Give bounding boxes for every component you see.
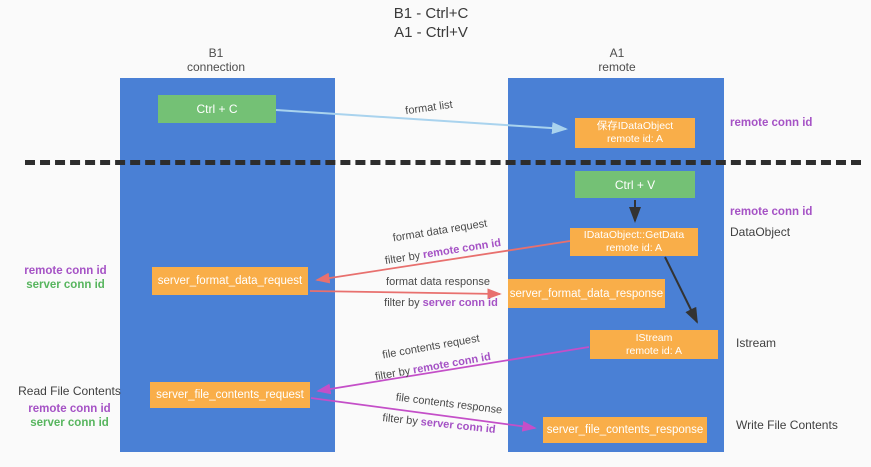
remote-conn-id-key: remote conn id [422, 236, 502, 262]
server-format-data-request-label: server_format_data_request [157, 275, 303, 287]
lifeline-header-b1: B1 connection [156, 46, 276, 74]
title-line-1: B1 - Ctrl+C [393, 5, 469, 22]
istream-annotation: Istream [736, 336, 777, 350]
diagram-title: B1 - Ctrl+C A1 - Ctrl+V [341, 4, 521, 42]
remote-conn-id-annotation-bottom: remote conn id [28, 403, 111, 415]
filter-by-text: filter by [384, 249, 422, 268]
left-conn-id-block: remote conn id server conn id [18, 264, 113, 292]
format-list-label: format list [404, 98, 454, 118]
save-idataobject-line2: remote id: A [606, 133, 664, 145]
server-conn-id-key: server conn id [422, 297, 498, 309]
format-data-response-arrow [309, 288, 502, 300]
remote-conn-id-annotation-top: remote conn id [730, 117, 813, 129]
getdata-line1: IDataObject::GetData [583, 229, 685, 241]
istream-line1: IStream [635, 331, 673, 344]
server-conn-id-annotation-left: server conn id [26, 279, 105, 291]
write-file-contents-annotation: Write File Contents [736, 418, 838, 432]
lifeline-header-a1: A1 remote [557, 46, 677, 74]
remote-conn-id-annotation-mid: remote conn id [730, 206, 813, 218]
save-idataobject-line1: 保存IDataObject [596, 120, 674, 132]
ctrl-c-label: Ctrl + C [196, 102, 238, 116]
filter-by-text: filter by [384, 297, 420, 309]
ctrl-c-node: Ctrl + C [158, 95, 276, 123]
istream-node: IStream remote id: A [590, 330, 718, 359]
server-file-contents-response-node: server_file_contents_response [543, 417, 707, 443]
server-format-data-response-label: server_format_data_response [509, 287, 664, 300]
read-file-contents-block: Read File Contents remote conn id server… [12, 384, 127, 430]
lifeline-b1-role: connection [186, 60, 246, 74]
filter-by-text: filter by [381, 412, 419, 428]
getdata-line2: remote id: A [605, 242, 663, 254]
lifeline-b1-name: B1 [208, 46, 224, 60]
server-conn-id-annotation-bottom: server conn id [30, 417, 109, 429]
dataobject-annotation: DataObject [730, 225, 791, 239]
title-line-2: A1 - Ctrl+V [394, 24, 468, 41]
server-format-data-request-node: server_format_data_request [152, 267, 308, 295]
remote-conn-id-annotation-left: remote conn id [24, 265, 107, 277]
server-file-contents-request-label: server_file_contents_request [156, 389, 304, 401]
read-file-contents-annotation: Read File Contents [18, 384, 121, 398]
server-conn-id-key: server conn id [420, 416, 497, 436]
remote-conn-id-key: remote conn id [412, 350, 492, 377]
server-file-contents-request-node: server_file_contents_request [150, 382, 310, 408]
idataobject-getdata-node: IDataObject::GetData remote id: A [570, 228, 698, 256]
lifeline-a1-role: remote [598, 60, 636, 74]
istream-line2: remote id: A [625, 344, 683, 357]
file-contents-response-label: file contents response [395, 391, 503, 417]
lifeline-a1-name: A1 [609, 46, 625, 60]
save-idataobject-node: 保存IDataObject remote id: A [575, 118, 695, 148]
phase-separator-dashed-line [25, 160, 861, 165]
server-file-contents-response-label: server_file_contents_response [546, 424, 704, 436]
ctrl-v-node: Ctrl + V [575, 171, 695, 198]
ctrl-v-label: Ctrl + V [614, 177, 656, 192]
format-data-response-label: format data response [386, 276, 490, 288]
server-format-data-response-node: server_format_data_response [508, 279, 665, 308]
filter-by-text: filter by [374, 365, 412, 384]
